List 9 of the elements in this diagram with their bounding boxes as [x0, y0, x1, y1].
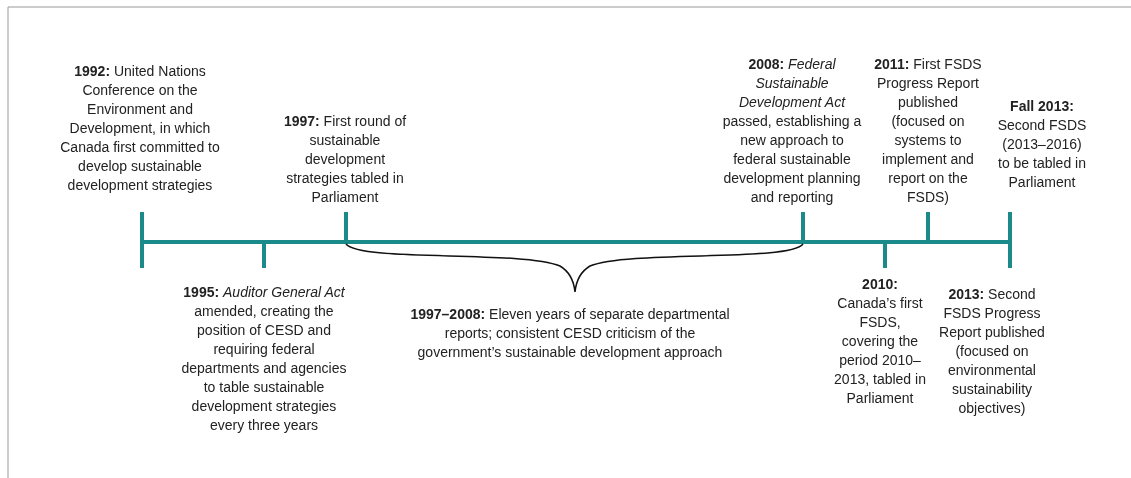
- timeline-event-text: 2008: Federal Sustainable Development Act passed, establishing a new approach to federal sustainable development planning and reporting: [721, 55, 863, 207]
- timeline-event-text: 2010: Canada’s first FSDS, covering the period 2010–2013, tabled in Parliament: [834, 275, 926, 408]
- timeline-event-text: 1997–2008: Eleven years of separate departmental reports; consistent CESD criticism of the government’s sustainable development approach: [409, 305, 731, 362]
- timeline-event-text: 2013: Second FSDS Progress Report published (focused on environmental sustainability objectives): [938, 285, 1046, 418]
- timeline-event-text: 1992: United Nations Conference on the Environment and Development, in which Canada first committed to develop sustainable development strategies: [60, 62, 220, 195]
- timeline-event-text: Fall 2013: Second FSDS (2013–2016) to be tabled in Parliament: [997, 97, 1087, 192]
- timeline-event-text: 2011: First FSDS Progress Report published (focused on systems to implement and report on the FSDS): [873, 55, 983, 207]
- timeline-event-text: 1995: Auditor General Act amended, creating the position of CESD and requiring federal departments and agencies to table sustainable development strategies every three years: [180, 283, 348, 435]
- timeline-event-text: 1997: First round of sustainable development strategies tabled in Parliament: [282, 112, 408, 207]
